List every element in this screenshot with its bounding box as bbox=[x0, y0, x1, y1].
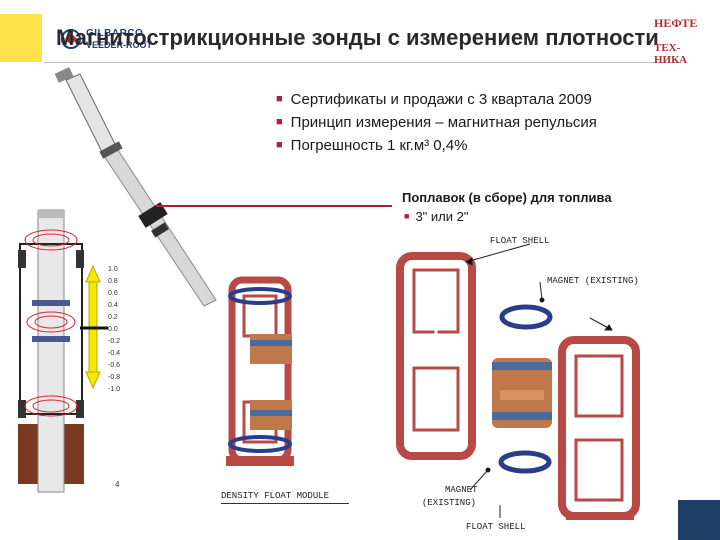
label-float-shell-top: FLOAT SHELL bbox=[490, 236, 550, 246]
gilbarco-logo-icon bbox=[61, 29, 81, 49]
float-size-bullet: ■ 3" или 2" bbox=[404, 209, 468, 224]
label-float-shell-bottom: FLOAT SHELL bbox=[466, 522, 526, 532]
label-leader-lines bbox=[465, 243, 613, 518]
scale-tick: -1.0 bbox=[108, 386, 121, 393]
bullet-text: Погрешность 1 кг.м³ 0,4% bbox=[290, 137, 468, 154]
bullet-list: ■ Сертификаты и продажи с 3 квартала 2009… bbox=[276, 88, 676, 157]
scale-tick: 0.8 bbox=[108, 278, 118, 285]
gilbarco-logo: GILBARCO VEEDER-ROOT bbox=[60, 28, 170, 58]
neftetehnika-logo: НЕФТЕ ТЕХ-НИКА bbox=[652, 14, 712, 66]
title-divider bbox=[44, 62, 680, 63]
density-float-module-image bbox=[226, 276, 294, 466]
float-size-text: 3" или 2" bbox=[415, 209, 469, 224]
scale-tick: 1.0 bbox=[108, 266, 118, 273]
label-magnet-bottom-existing: (EXISTING) bbox=[422, 498, 477, 508]
logo-text-line2: VEEDER-ROOT bbox=[86, 40, 153, 50]
scale-tick: 0.4 bbox=[108, 302, 118, 309]
scale-tick: 0.0 bbox=[108, 326, 118, 333]
label-magnet-existing: MAGNET (EXISTING) bbox=[547, 276, 639, 286]
page-number: 4 bbox=[115, 480, 120, 489]
probe-rod-image bbox=[54, 67, 217, 307]
bullet-icon: ■ bbox=[276, 93, 283, 105]
scale-tick: -0.6 bbox=[108, 362, 121, 369]
bullet-icon: ■ bbox=[404, 211, 410, 221]
bullet-item: ■ Погрешность 1 кг.м³ 0,4% bbox=[276, 134, 676, 157]
bullet-item: ■ Принцип измерения – магнитная репульсия bbox=[276, 111, 676, 134]
bullet-text: Сертификаты и продажи с 3 квартала 2009 bbox=[290, 91, 592, 108]
scale-tick: -0.8 bbox=[108, 374, 121, 381]
corner-logo-line2: ТЕХ-НИКА bbox=[654, 42, 688, 66]
yellow-accent-block bbox=[0, 14, 42, 62]
bullet-icon: ■ bbox=[276, 116, 283, 128]
float-assembly-title: Поплавок (в сборе) для топлива bbox=[402, 190, 612, 205]
corner-logo-line1: НЕФТЕ bbox=[654, 16, 698, 30]
bullet-text: Принцип измерения – магнитная репульсия bbox=[290, 114, 597, 131]
label-underline bbox=[221, 503, 349, 504]
float-shell-bottom-image bbox=[558, 336, 640, 520]
scale-tick: -0.4 bbox=[108, 350, 121, 357]
logo-text-line1: GILBARCO bbox=[86, 28, 144, 39]
scale-arrow bbox=[80, 264, 108, 390]
tank-schematic bbox=[18, 209, 84, 493]
magnet-ring-bottom bbox=[498, 450, 552, 474]
bullet-icon: ■ bbox=[276, 139, 283, 151]
scale-tick: 0.2 bbox=[108, 314, 118, 321]
scale-tick: 0.6 bbox=[108, 290, 118, 297]
magnet-ring-top bbox=[499, 304, 553, 330]
float-shell-top-image bbox=[396, 252, 476, 460]
scale-tick-labels: 1.0 0.8 0.6 0.4 0.2 0.0 -0.2 -0.4 -0.6 -… bbox=[108, 264, 128, 396]
label-density-float-module: DENSITY FLOAT MODULE bbox=[221, 491, 330, 501]
label-magnet-bottom: MAGNET bbox=[445, 485, 478, 495]
bullet-item: ■ Сертификаты и продажи с 3 квартала 2009 bbox=[276, 88, 676, 111]
slide-title: Магнитострикционные зонды с измерением п… bbox=[56, 25, 659, 50]
navy-corner-block bbox=[678, 500, 720, 540]
scale-tick: -0.2 bbox=[108, 338, 121, 345]
density-core-image bbox=[492, 358, 552, 428]
